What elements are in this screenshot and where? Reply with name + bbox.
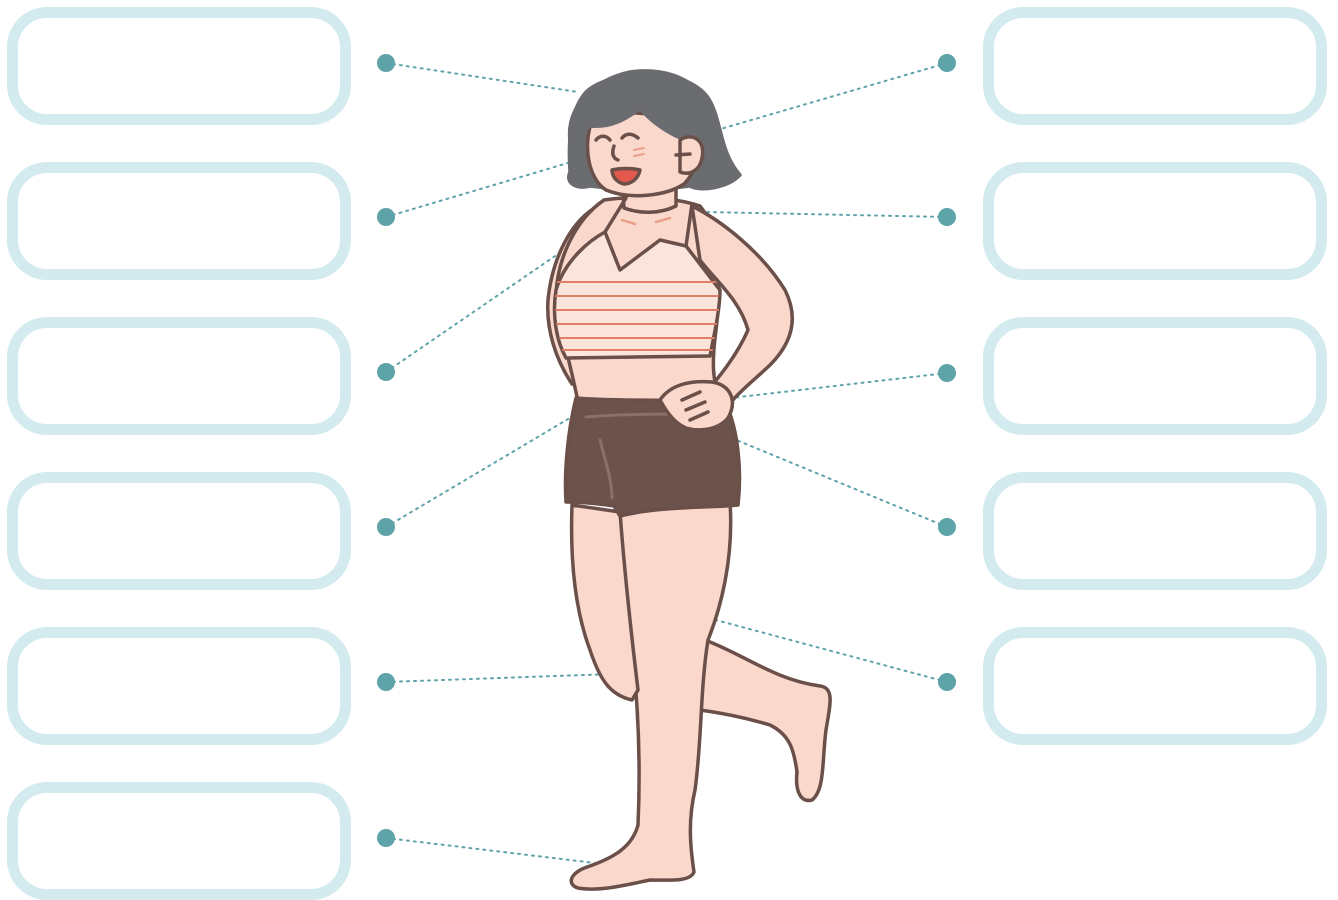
woman-figure: [548, 71, 830, 889]
back-leg: [700, 640, 830, 800]
leader-dot[interactable]: [377, 208, 395, 226]
leader-dot[interactable]: [938, 54, 956, 72]
leader-line-knee: [386, 674, 612, 682]
leader-dot[interactable]: [938, 364, 956, 382]
leader-line-foot: [386, 838, 620, 866]
leader-dot[interactable]: [377, 54, 395, 72]
leader-line-hair: [386, 63, 578, 92]
leader-dot[interactable]: [938, 208, 956, 226]
leader-dot[interactable]: [938, 673, 956, 691]
ear-detail: [676, 154, 690, 155]
leader-dot[interactable]: [377, 518, 395, 536]
leader-dot[interactable]: [377, 829, 395, 847]
leader-dot[interactable]: [377, 673, 395, 691]
leader-dot[interactable]: [938, 518, 956, 536]
leader-dot[interactable]: [377, 363, 395, 381]
leader-line-shoulder: [706, 212, 947, 217]
leader-line-ear: [700, 63, 947, 135]
